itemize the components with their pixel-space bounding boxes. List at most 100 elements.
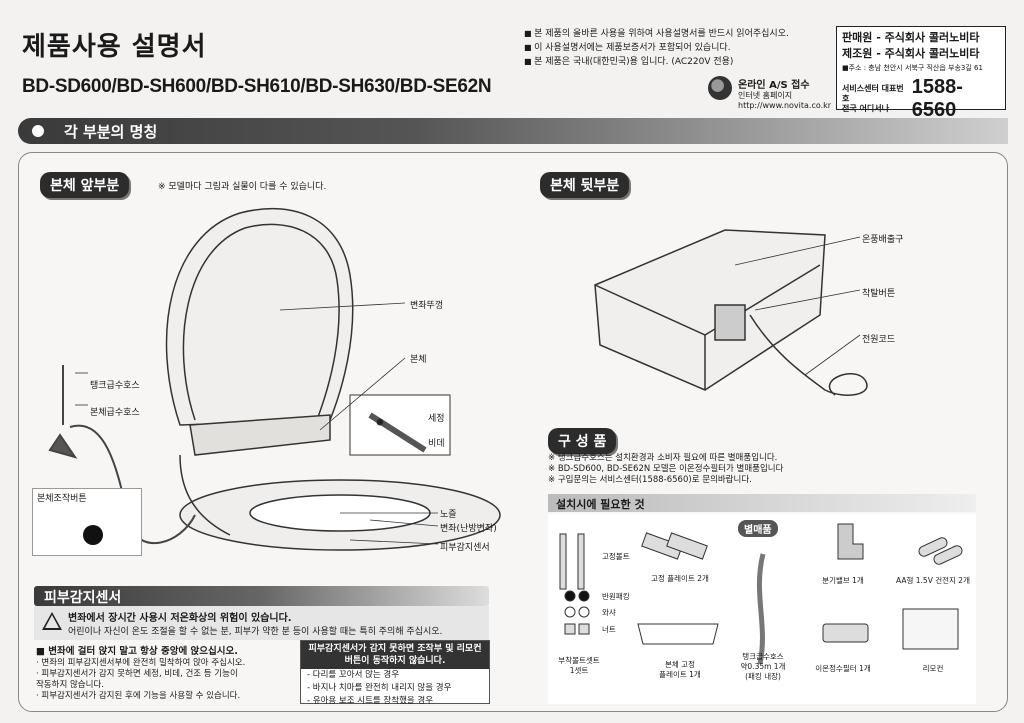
company-address: ■주소 : 충남 천안시 서북구 직산읍 부송3길 61 xyxy=(842,64,983,72)
warning-text: 어린이나 자신이 온도 조절을 할 수 없는 분, 피부가 약한 분 등이 사용… xyxy=(68,627,443,637)
washer-drawing xyxy=(564,606,576,618)
header-note: 본 제품의 올바른 사용을 위하여 사용설명서를 반드시 읽어주십시오. xyxy=(524,27,789,41)
label-sensor: 피부감지센서 xyxy=(440,543,490,553)
label-body: 본체 xyxy=(410,355,427,365)
bullet-icon xyxy=(32,125,44,137)
front-note: ※ 모델마다 그림과 실물이 다를 수 있습니다. xyxy=(158,182,327,192)
part-label-bolt: 고정볼트 xyxy=(602,552,630,561)
warning-box: 변좌에서 장시간 사용시 저온화상의 위험이 있습니다. 어린이나 자신이 온도… xyxy=(34,606,489,640)
seller-box: 판매원 - 주식회사 콜러노비타 제조원 - 주식회사 콜러노비타 ■주소 : … xyxy=(836,26,1006,121)
install-title-bar: 설치시에 필요한 것 xyxy=(548,494,976,512)
sensor-section-title-bar: 피부감지센서 xyxy=(34,586,489,606)
online-as: 온라인 A/S 접수 인터넷 홈페이지 http://www.novita.co… xyxy=(708,76,831,111)
part-label-bolt-set: 부착볼트셋트 1셋트 xyxy=(554,656,604,676)
parts-drawings xyxy=(559,523,963,665)
components-pill: 구 성 품 xyxy=(548,428,617,454)
packing-drawing xyxy=(564,590,576,602)
bolt-set-name: 부착볼트셋트 xyxy=(558,656,600,665)
sensor-fail-item: - 바지나 치마를 완전히 내리지 않을 경우 xyxy=(307,683,452,693)
part-label-packing: 반원패킹 xyxy=(602,592,630,601)
label-body-hose: 본체급수호스 xyxy=(90,408,140,418)
component-note: ※ BD-SD600, BD-SE62N 모델은 이온정수필터가 별매품입니다 xyxy=(548,464,784,474)
service-label: 서비스센터 대표번호 xyxy=(842,84,904,103)
part-label-filter: 이온정수필터 1개 xyxy=(815,664,871,673)
header-note: 본 제품은 국내(대한민국)용 입니다. (AC220V 전용) xyxy=(524,55,789,69)
globe-icon xyxy=(708,76,732,100)
warning-title: 변좌에서 장시간 사용시 저온화상의 위험이 있습니다. xyxy=(68,613,292,624)
sensor-bullet: · 변좌의 피부감지센서부에 완전히 밀착하여 앉아 주십시오. xyxy=(36,658,246,668)
sensor-bullets: ■ 변좌에 걸터 앉지 말고 항상 중앙에 앉으십시오. · 변좌의 피부감지센… xyxy=(36,646,286,702)
parts-grid: 고정볼트 반원패킹 와샤 너트 부착볼트셋트 1셋트 고정 플레이트 2개 본체… xyxy=(548,514,976,704)
part-label-battery: AA형 1.5V 건전지 2개 xyxy=(896,576,970,585)
component-note: ※ 탱크급수호스는 설치환경과 소비자 필요에 따른 별매품입니다. xyxy=(548,453,778,463)
components-notes: ※ 탱크급수호스는 설치환경과 소비자 필요에 따른 별매품입니다. ※ BD-… xyxy=(548,453,783,486)
tank-hose-packing: (패킹 내장) xyxy=(745,672,781,681)
part-label-fix-plate: 고정 플레이트 2개 xyxy=(651,574,709,583)
sensor-fail-box: 피부감지센서가 감지 못하면 조작부 및 리모컨 버튼이 동작하지 않습니다. … xyxy=(300,640,490,706)
sensor-bullet-head: ■ 변좌에 걸터 앉지 말고 항상 중앙에 앉으십시오. xyxy=(36,646,238,657)
bolt-set-qty: 1셋트 xyxy=(569,666,589,675)
sales-company: 판매원 - 주식회사 콜러노비타 xyxy=(842,31,980,44)
install-title: 설치시에 필요한 것 xyxy=(556,498,645,511)
online-as-title: 온라인 A/S 접수 xyxy=(738,80,810,91)
online-as-url[interactable]: http://www.novita.co.kr xyxy=(738,101,832,110)
label-wash: 세정 xyxy=(428,414,445,424)
nut-drawing xyxy=(564,623,576,635)
label-seat: 변좌(난방변좌) xyxy=(440,524,497,534)
warning-icon xyxy=(42,612,62,630)
bolt-drawing xyxy=(559,533,567,590)
sensor-bullet: · 피부감지센서가 감지된 후에 기능을 사용할 수 있습니다. xyxy=(36,691,241,701)
header-notes: 본 제품의 올바른 사용을 위하여 사용설명서를 반드시 읽어주십시오. 이 사… xyxy=(524,27,789,69)
sensor-bullet: · 피부감지센서가 감지 못하면 세정, 비데, 건조 등 기능이 xyxy=(36,669,238,679)
service-phone: 1588-6560 xyxy=(911,76,963,121)
nozzle-closeup xyxy=(349,394,451,456)
tank-hose-drawing xyxy=(756,553,766,665)
front-diagram xyxy=(48,207,501,551)
part-label-body-plate: 본체 고정 플레이트 1개 xyxy=(640,660,720,680)
toilet-lid-drawing xyxy=(165,207,354,426)
page-title: 제품사용 설명서 xyxy=(22,32,207,62)
label-lid: 변좌뚜껑 xyxy=(410,301,444,311)
sensor-fail-item: - 다리를 꼬아서 앉는 경우 xyxy=(307,670,400,680)
sensor-section-title: 피부감지센서 xyxy=(44,590,122,606)
label-nozzle: 노즐 xyxy=(440,510,457,520)
label-control-button: 본체조작버튼 xyxy=(37,494,87,504)
sensor-fail-item: - 유아용 보조 시트를 장착했을 경우 xyxy=(307,696,434,706)
label-bidet: 비데 xyxy=(428,439,445,449)
control-button-inset: 본체조작버튼 xyxy=(32,488,142,556)
leader-lines xyxy=(75,302,439,545)
toilet-back-drawing xyxy=(594,229,826,391)
remote-drawing xyxy=(902,608,959,650)
tank-hose-name: 탱크급수호스 xyxy=(742,652,784,661)
front-section-pill: 본체 앞부분 xyxy=(40,172,130,198)
body-plate-drawing xyxy=(637,623,719,645)
filter-drawing xyxy=(822,623,869,643)
component-note: ※ 구입문의는 서비스센터(1588-6560)로 문의바랍니다. xyxy=(548,475,752,485)
part-label-remote: 리모컨 xyxy=(922,664,944,673)
sensor-bullet: 작동하지 않습니다. xyxy=(36,680,104,690)
model-list: BD-SD600/BD-SH600/BD-SH610/BD-SH630/BD-S… xyxy=(22,76,492,97)
valve-drawing xyxy=(837,523,864,560)
power-cord-drawing xyxy=(749,314,868,396)
battery-drawing xyxy=(918,537,948,557)
part-label-tank-hose: 탱크급수호스 약0.35m 1개 (패킹 내장) xyxy=(728,652,798,682)
back-section-pill: 본체 뒷부분 xyxy=(540,172,630,198)
section-title: 각 부분의 명칭 xyxy=(64,123,158,141)
label-cord: 전원코드 xyxy=(862,335,896,345)
label-detach: 착탈버튼 xyxy=(862,289,896,299)
fix-plate-drawing xyxy=(641,532,683,560)
tank-hose-length: 약0.35m 1개 xyxy=(740,662,786,671)
part-label-washer: 와샤 xyxy=(602,608,616,617)
part-label-valve: 분기밸브 1개 xyxy=(822,576,864,585)
label-vent: 온풍배출구 xyxy=(862,235,904,245)
body-plate-qty: 플레이트 1개 xyxy=(659,670,701,679)
back-diagram xyxy=(594,229,868,396)
service-label-2: 전국 어디서나 xyxy=(842,104,889,113)
maker-company: 제조원 - 주식회사 콜러노비타 xyxy=(842,47,980,60)
control-button-icon xyxy=(83,525,103,545)
sensor-fail-head: 피부감지센서가 감지 못하면 조작부 및 리모컨 버튼이 동작하지 않습니다. xyxy=(301,641,489,669)
header-note: 이 사용설명서에는 제품보증서가 포함되어 있습니다. xyxy=(524,41,789,55)
sold-separately-badge: 별매품 xyxy=(738,520,778,537)
online-as-line: 인터넷 홈페이지 xyxy=(738,91,793,100)
body-plate-name: 본체 고정 xyxy=(665,660,695,669)
